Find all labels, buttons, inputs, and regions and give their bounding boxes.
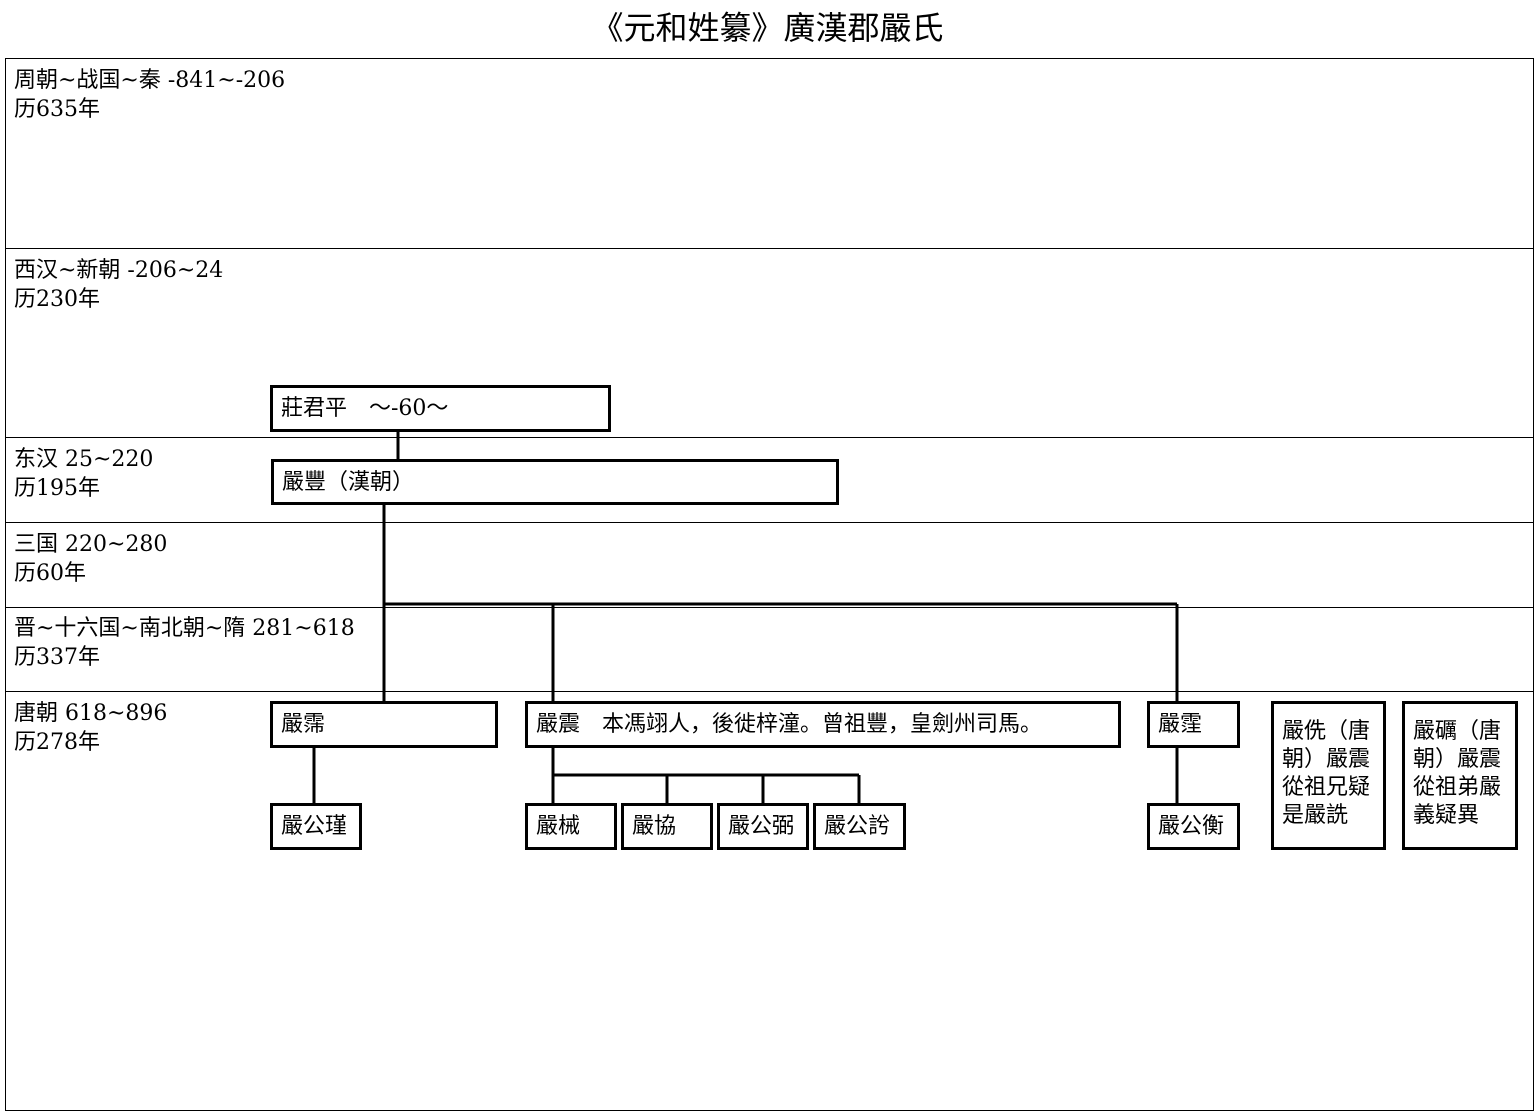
person-yan-xie-1: 嚴械 xyxy=(525,803,617,850)
era-divider xyxy=(5,248,1534,249)
diagram-title: 《元和姓纂》廣漢郡嚴氏 xyxy=(591,9,944,47)
diagram-frame xyxy=(5,58,1534,1111)
person-yan-zhen: 嚴震 本馮翊人，後徙梓潼。曾祖豐，皇劍州司馬。 xyxy=(525,701,1121,748)
person-zhuang-junping: 莊君平 ～-60～ xyxy=(270,385,611,432)
person-yan-li: 嚴礪（唐朝）嚴震從祖弟嚴義疑異 xyxy=(1402,701,1518,850)
era-divider xyxy=(5,691,1534,692)
person-yan-gongni: 嚴公䚷 xyxy=(813,803,906,850)
person-yan-xie-2: 嚴協 xyxy=(621,803,713,850)
person-yan-shen: 嚴侁（唐朝）嚴震從祖兄疑是嚴詵 xyxy=(1271,701,1386,850)
person-yan-gongbi: 嚴公弼 xyxy=(717,803,809,850)
person-yan-gongheng: 嚴公衡 xyxy=(1147,803,1240,850)
person-yan-pei: 嚴霈 xyxy=(270,701,498,748)
era-divider xyxy=(5,522,1534,523)
person-yan-gongjin: 嚴公瑾 xyxy=(270,803,362,850)
person-yan-feng: 嚴豐（漢朝） xyxy=(271,459,839,505)
era-divider xyxy=(5,607,1534,608)
person-yan-zhu: 嚴霔 xyxy=(1147,701,1240,748)
era-divider xyxy=(5,437,1534,438)
